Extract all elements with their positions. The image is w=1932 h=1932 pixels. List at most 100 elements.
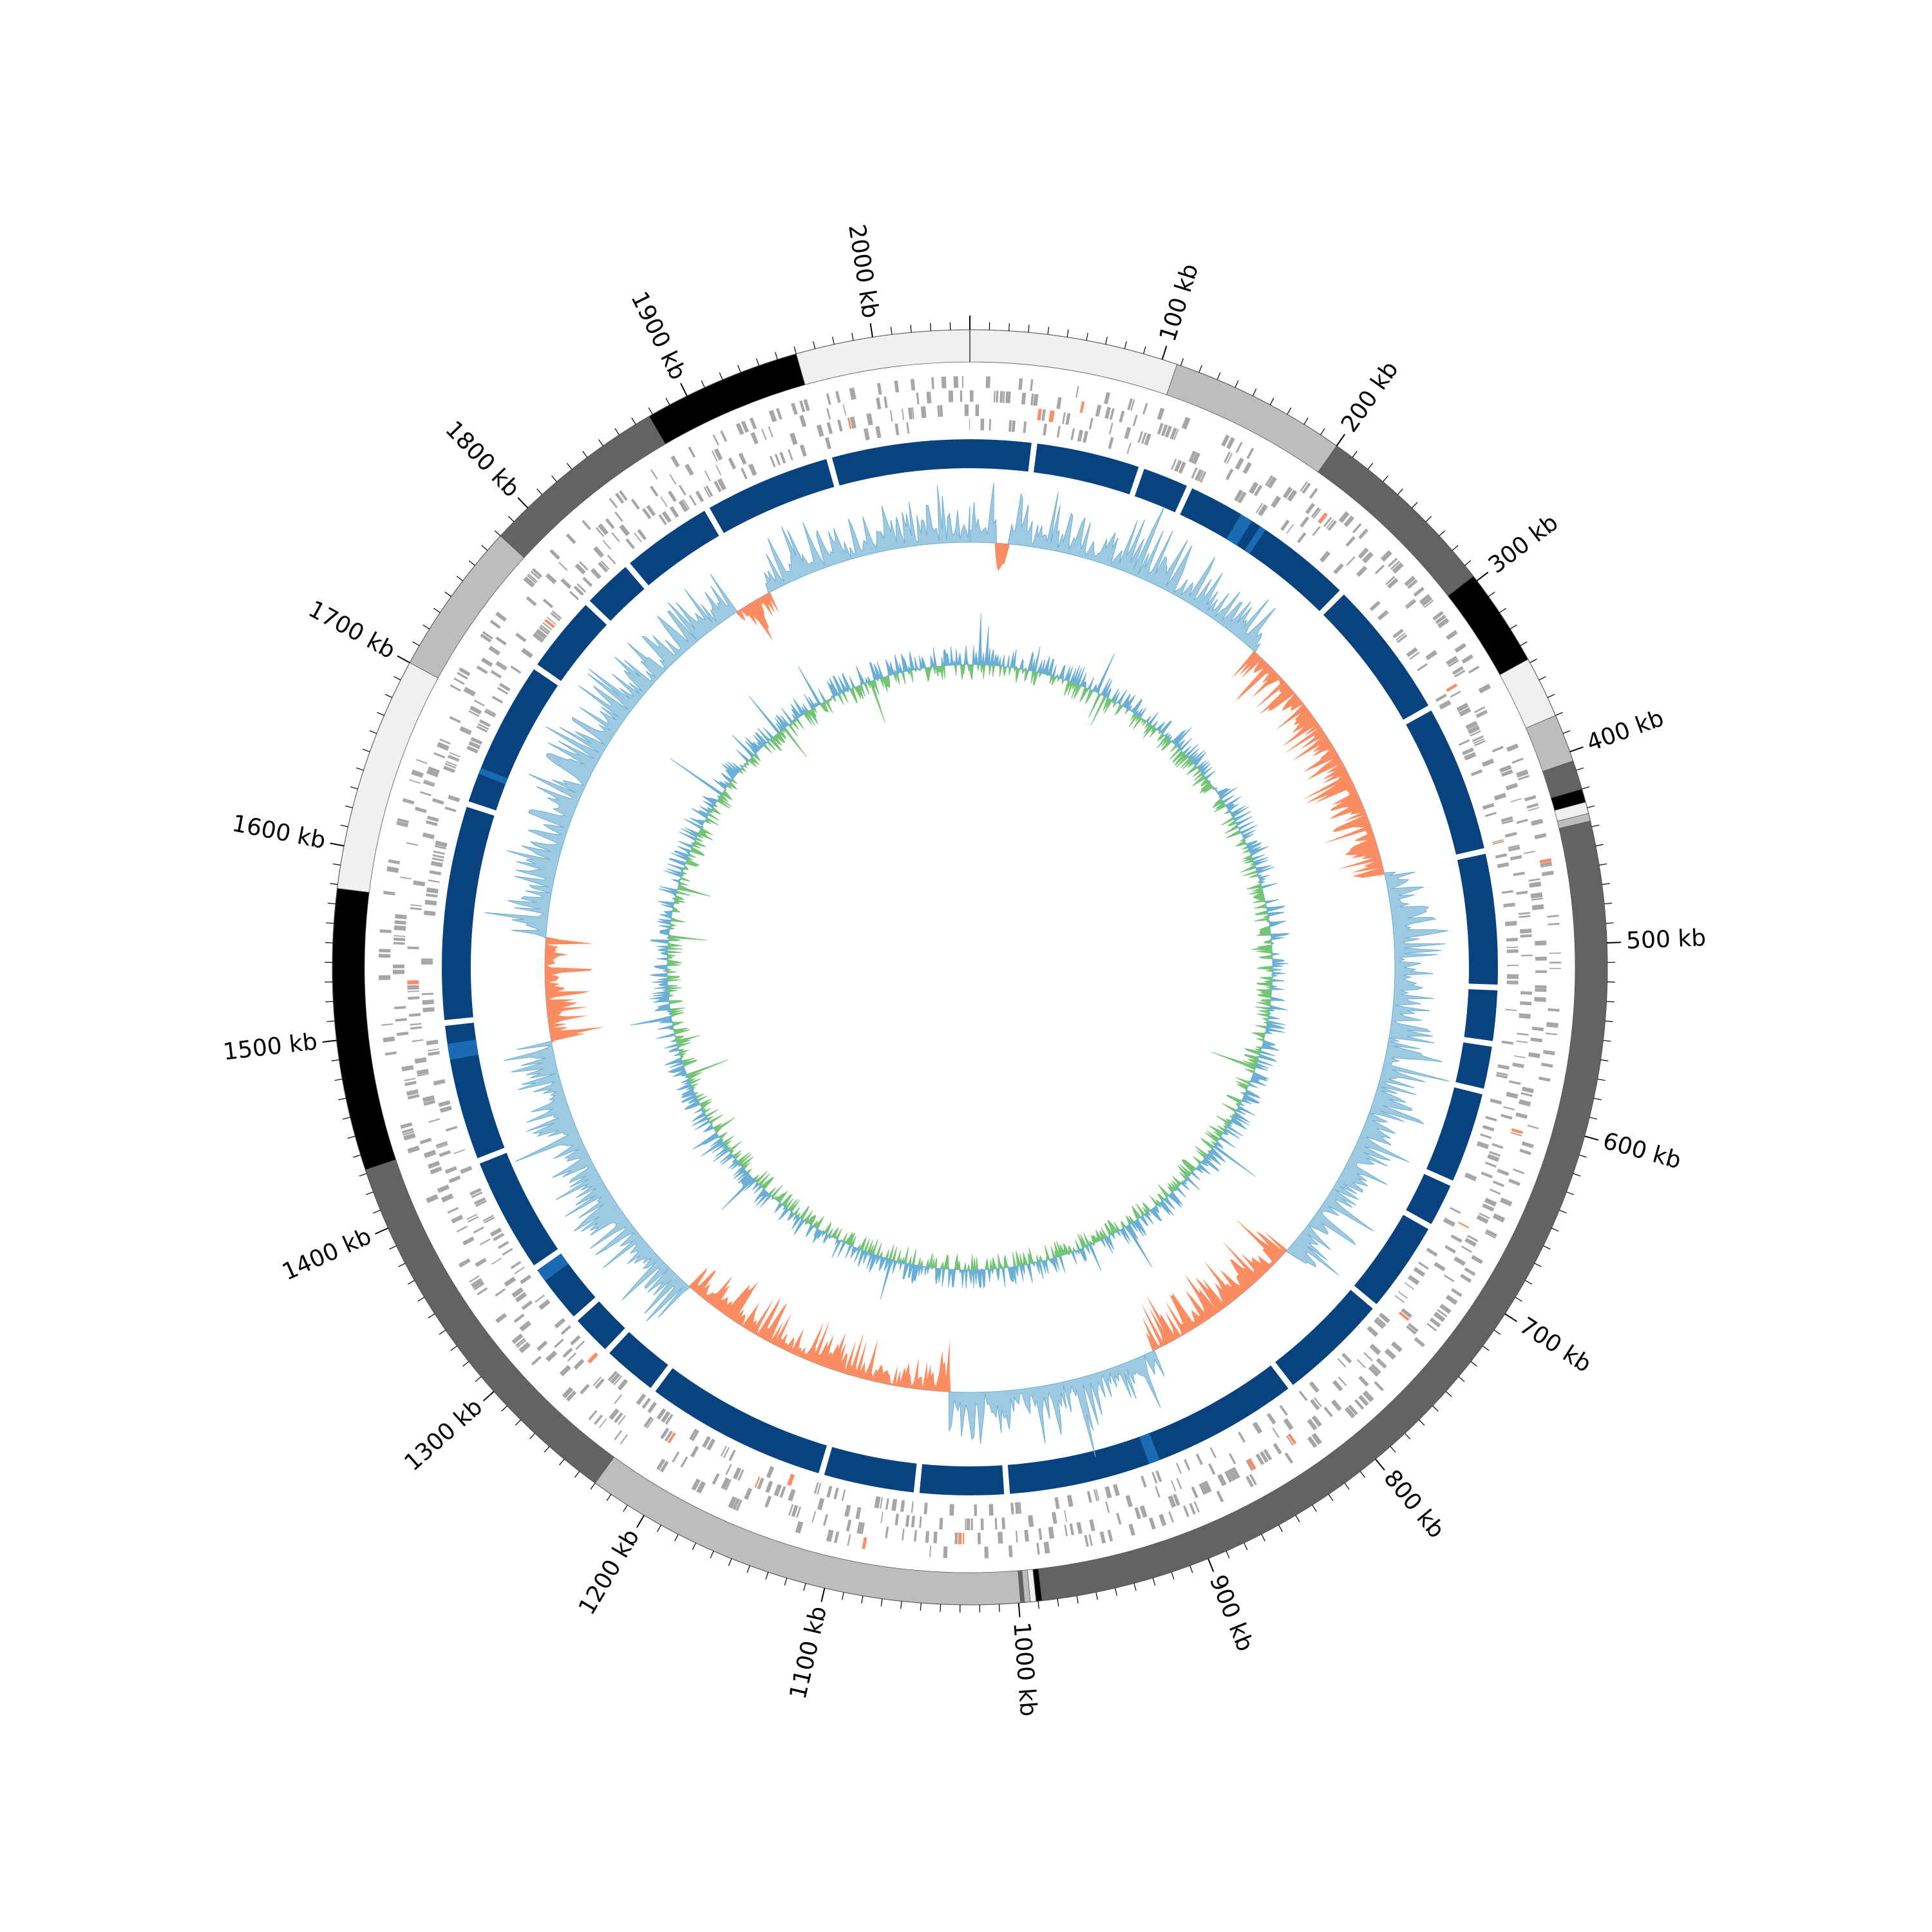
gene-feature [874,1496,881,1509]
gene-feature [515,1338,526,1347]
gene-feature [1435,614,1446,625]
gene-feature [1238,1431,1246,1443]
gene-feature [923,1502,928,1515]
gene-feature [1446,656,1458,666]
minor-tick [755,358,760,366]
gene-feature [754,1476,761,1488]
gene-feature [600,560,610,570]
gene-feature [1414,1337,1425,1348]
minor-tick [1171,1571,1175,1580]
minor-tick [1133,1583,1137,1591]
gene-feature [1245,1475,1254,1488]
gene-feature [1124,426,1132,439]
gene-feature [613,1376,622,1386]
gene-feature [766,1466,775,1479]
gc-content-track [484,482,1450,1457]
gene-feature [1104,392,1111,404]
gene-feature [1520,954,1533,957]
gene-feature [384,1051,397,1056]
minor-tick [1573,1173,1581,1177]
gene-feature [574,563,586,575]
minor-tick [861,1595,864,1604]
gene-feature [542,622,553,630]
gene-feature [1534,997,1546,1003]
minor-tick [1261,1534,1265,1542]
gene-feature [412,1039,424,1043]
gene-feature [448,795,460,802]
gene-feature [647,1401,658,1414]
gene-feature [379,929,392,934]
gene-feature [1413,1267,1426,1277]
alignment-block [1007,1365,1289,1494]
gene-feature [1384,1348,1396,1360]
gene-feature [1312,526,1321,536]
gene-feature [1248,482,1259,495]
gene-feature [459,667,471,676]
gene-feature [1202,1481,1212,1493]
minor-tick [444,591,451,597]
gene-feature [393,935,406,937]
gene-feature [735,1499,743,1511]
minor-tick [536,488,543,495]
gene-feature [1176,1477,1182,1490]
gene-feature [1151,1472,1158,1484]
gene-feature [841,1489,846,1501]
gene-feature [1094,1490,1098,1502]
gene-feature [620,1434,628,1445]
gene-feature [475,1200,487,1208]
alignment-block [709,459,835,533]
gene-feature [1320,551,1331,563]
gene-feature [416,1068,429,1075]
gene-feature [1520,1001,1532,1006]
alignment-block [824,1446,917,1493]
gene-feature [847,1534,851,1546]
gene-feature [940,405,943,417]
minor-tick [1359,1471,1366,1478]
gene-feature [813,1482,819,1494]
gene-feature [588,1410,598,1421]
gene-feature [527,573,538,583]
gene-feature [1279,1405,1288,1416]
alignment-block [441,806,495,1021]
gene-feature [446,761,457,766]
gene-feature [908,407,913,420]
major-tick [1476,571,1489,582]
gene-feature [1387,578,1399,589]
gene-feature [1008,420,1012,432]
gene-feature [880,1511,884,1524]
gene-feature [1378,1312,1390,1323]
gene-feature [1263,1448,1273,1461]
gene-feature [482,630,493,639]
major-tick [1208,1558,1215,1573]
gene-feature [1464,1237,1477,1247]
gene-feature [642,507,652,520]
gene-feature [1429,1317,1441,1328]
gene-feature [1489,1151,1501,1157]
gene-feature [491,1257,502,1265]
gene-feature [1394,1294,1405,1303]
minor-tick [1530,658,1537,663]
gene-feature [594,1378,605,1389]
gene-feature [661,511,672,523]
gene-feature [994,1517,998,1530]
gene-feature [1479,1212,1490,1219]
gene-feature [1519,1013,1531,1019]
gene-feature [702,1435,711,1448]
gene-feature [1467,724,1481,735]
gene-feature [444,1166,457,1174]
gene-feature [429,870,442,876]
gene-feature [575,1340,585,1350]
gene-feature [504,1276,516,1287]
gene-feature [720,1445,727,1457]
minor-tick [1367,462,1374,470]
gene-feature [1501,890,1513,894]
gene-feature [1517,1032,1529,1036]
gene-feature [862,1537,867,1549]
minor-tick [1383,475,1388,482]
gene-feature [857,1521,863,1534]
minor-tick [582,451,588,458]
gene-feature [1549,961,1561,964]
minor-tick [614,428,620,435]
minor-tick [325,1001,334,1003]
gene-feature [1369,1343,1381,1356]
